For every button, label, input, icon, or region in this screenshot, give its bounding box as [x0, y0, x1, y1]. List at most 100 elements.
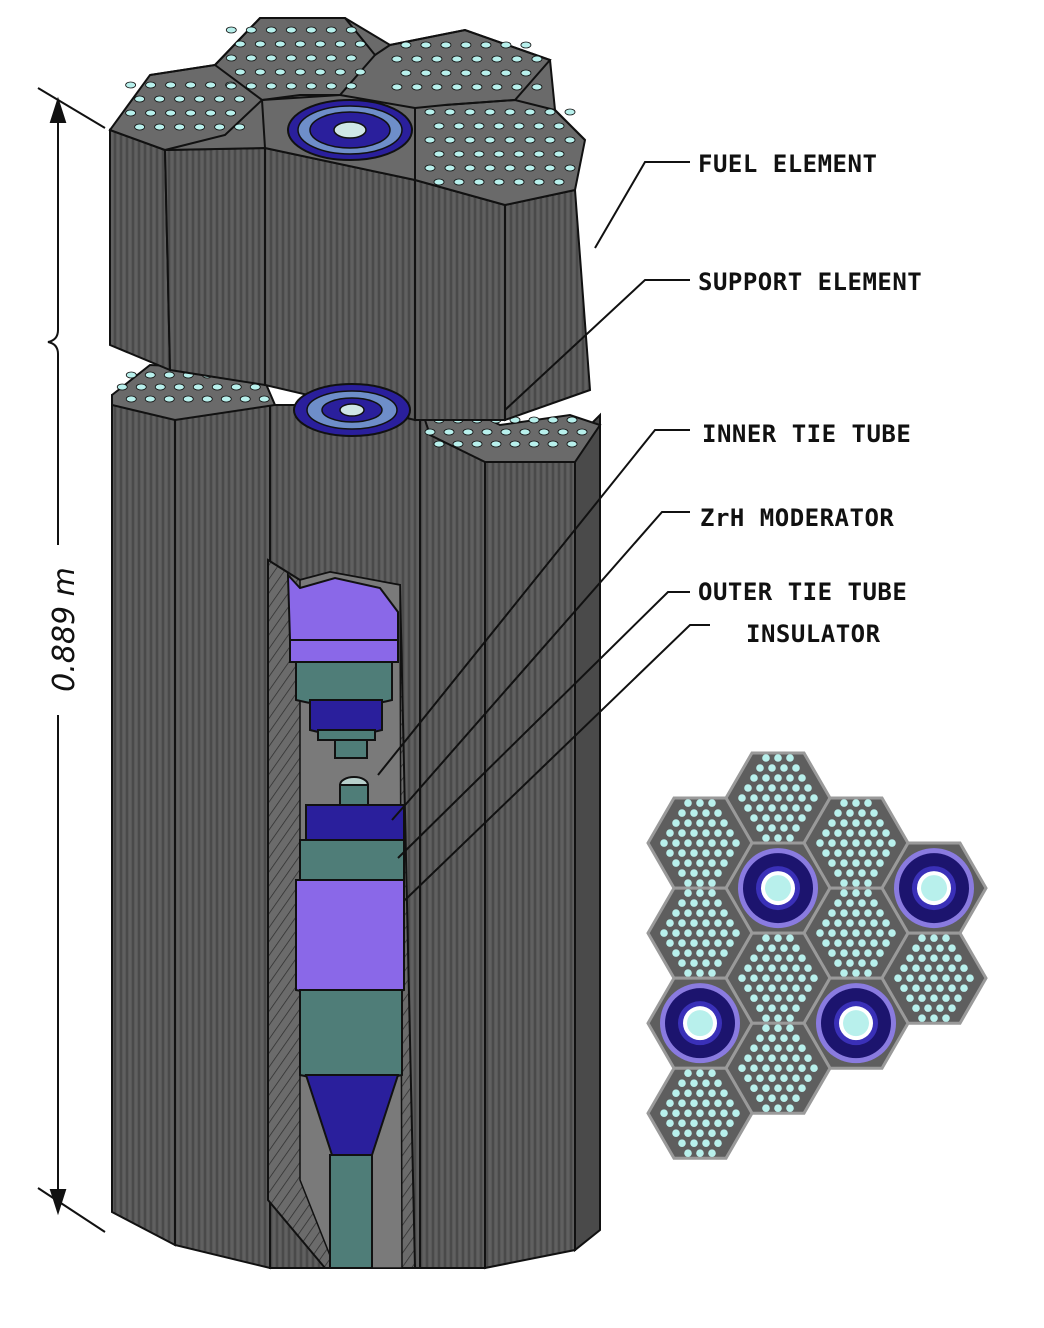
upper-element-block [108, 17, 592, 422]
coolant-hole [804, 1054, 812, 1062]
coolant-hole [930, 994, 938, 1002]
coolant-hole [145, 81, 157, 89]
coolant-hole [334, 68, 346, 76]
coolant-hole [756, 1034, 764, 1042]
coolant-hole [774, 814, 782, 822]
coolant-hole [750, 814, 758, 822]
coolant-hole [714, 899, 722, 907]
coolant-hole [440, 41, 452, 49]
coolant-hole [480, 69, 492, 77]
coolant-hole [876, 839, 884, 847]
coolant-hole [411, 83, 423, 91]
coolant-hole [491, 55, 503, 63]
coolant-hole [531, 55, 543, 63]
coolant-hole [135, 383, 147, 391]
coolant-hole [714, 1119, 722, 1128]
coolant-hole [684, 859, 692, 867]
coolant-hole [672, 1089, 680, 1098]
coolant-hole [205, 81, 217, 89]
coolant-hole [702, 899, 710, 907]
coolant-hole [714, 869, 722, 877]
coolant-hole [424, 108, 436, 116]
coolant-hole [786, 774, 794, 782]
coolant-hole [810, 974, 818, 982]
coolant-hole [942, 994, 950, 1002]
coolant-hole [786, 754, 794, 762]
coolant-hole [345, 54, 357, 62]
coolant-hole [786, 1084, 794, 1092]
coolant-hole [453, 178, 465, 186]
coolant-hole [846, 869, 854, 877]
coolant-hole [798, 1084, 806, 1092]
coolant-hole [708, 1109, 716, 1118]
coolant-hole [948, 984, 956, 992]
coolant-hole [870, 959, 878, 967]
coolant-hole [888, 929, 896, 937]
coolant-hole [768, 1094, 776, 1102]
coolant-hole [544, 108, 556, 116]
coolant-hole [696, 1129, 704, 1138]
coolant-hole [774, 1104, 782, 1112]
coolant-hole [433, 122, 445, 130]
coolant-hole [930, 1014, 938, 1022]
coolant-hole [566, 440, 578, 448]
coolant-hole [750, 974, 758, 982]
coolant-hole [714, 1099, 722, 1108]
coolant-hole [163, 395, 175, 403]
coolant-hole [726, 1099, 734, 1108]
coolant-hole [696, 879, 704, 887]
coolant-hole [924, 1004, 932, 1012]
coolant-hole [672, 1129, 680, 1138]
coolant-hole [864, 949, 872, 957]
coolant-hole [876, 859, 884, 867]
coolant-hole [690, 1119, 698, 1128]
coolant-hole [544, 136, 556, 144]
coolant-hole [762, 794, 770, 802]
coolant-hole [786, 814, 794, 822]
coolant-hole [726, 829, 734, 837]
coolant-hole [696, 1149, 704, 1158]
coolant-hole [285, 26, 297, 34]
coolant-hole [762, 1104, 770, 1112]
coolant-hole [780, 1034, 788, 1042]
coolant-hole [912, 964, 920, 972]
coolant-hole [792, 764, 800, 772]
coolant-hole [948, 944, 956, 952]
coolant-hole [708, 929, 716, 937]
coolant-hole [906, 994, 914, 1002]
coolant-hole [798, 974, 806, 982]
coolant-hole [696, 839, 704, 847]
coolant-hole [234, 68, 246, 76]
coolant-hole [564, 108, 576, 116]
coolant-hole [768, 964, 776, 972]
coolant-hole [732, 1109, 740, 1118]
coolant-hole [708, 969, 716, 977]
coolant-hole [471, 440, 483, 448]
coolant-hole [500, 428, 512, 436]
coolant-hole [804, 804, 812, 812]
coolant-hole [738, 794, 746, 802]
coolant-hole [858, 869, 866, 877]
coolant-hole [744, 984, 752, 992]
coolant-hole [708, 859, 716, 867]
coolant-hole [708, 879, 716, 887]
coolant-hole [672, 839, 680, 847]
coolant-hole [684, 1109, 692, 1118]
coolant-hole [756, 804, 764, 812]
coolant-hole [804, 984, 812, 992]
lower-tie-tube-top [293, 383, 411, 437]
coolant-hole [464, 136, 476, 144]
coolant-hole [220, 395, 232, 403]
coolant-hole [696, 889, 704, 897]
coolant-hole [511, 83, 523, 91]
coolant-hole [918, 934, 926, 942]
coolant-hole [666, 919, 674, 927]
coolant-hole [708, 839, 716, 847]
coolant-hole [533, 150, 545, 158]
coolant-hole [547, 416, 559, 424]
coolant-hole [684, 1149, 692, 1158]
coolant-hole [930, 974, 938, 982]
coolant-hole [678, 1119, 686, 1128]
coolant-hole [274, 68, 286, 76]
coolant-hole [520, 41, 532, 49]
